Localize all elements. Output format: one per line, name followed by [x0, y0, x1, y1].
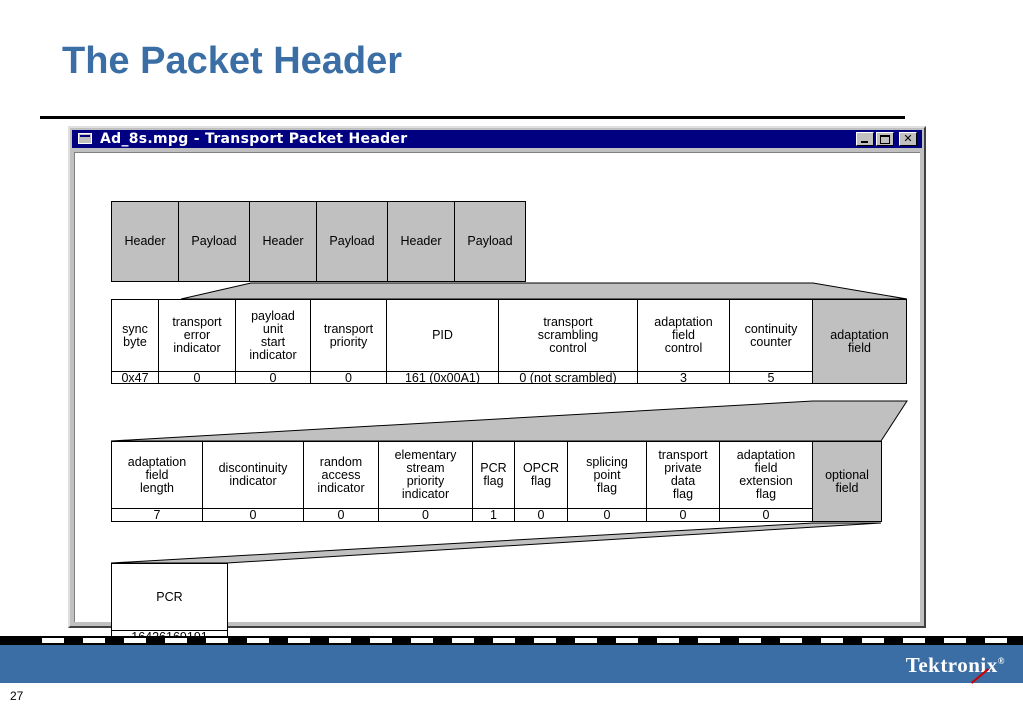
stream-cell[interactable]: Payload — [316, 201, 388, 282]
footer-dash — [165, 638, 187, 643]
footer-dash — [821, 638, 843, 643]
header-field-value: 0 — [235, 371, 311, 384]
footer-dash — [534, 638, 556, 643]
footer-dash — [83, 638, 105, 643]
footer-dash — [452, 638, 474, 643]
adaptation-field-label: PCR flag — [472, 441, 515, 509]
expansion-connectors — [110, 282, 908, 564]
stream-cell[interactable]: Payload — [454, 201, 526, 282]
adaptation-field-value: 0 — [202, 508, 304, 522]
footer-dash — [288, 638, 310, 643]
connector-header-expansion — [180, 282, 908, 300]
adaptation-field-label: random access indicator — [303, 441, 379, 509]
header-field-label: continuity counter — [729, 299, 813, 372]
maximize-button[interactable] — [876, 132, 894, 146]
adaptation-field-value: 0 — [303, 508, 379, 522]
stream-cell[interactable]: Header — [387, 201, 455, 282]
header-field-label: transport error indicator — [158, 299, 236, 372]
footer-dash — [903, 638, 925, 643]
footer-dash — [657, 638, 679, 643]
footer-dash — [247, 638, 269, 643]
packet-header-window: Ad_8s.mpg - Transport Packet Header ✕ He… — [68, 126, 926, 644]
footer-dash-strip — [0, 636, 1023, 645]
connector-optional-expansion — [110, 522, 882, 564]
adaptation-field-label: discontinuity indicator — [202, 441, 304, 509]
footer-band: Tektronix® — [0, 645, 1023, 684]
footer-dash — [739, 638, 761, 643]
adaptation-field-value: 0 — [719, 508, 813, 522]
header-field-value: 0 (not scrambled) — [498, 371, 638, 384]
adaptation-field-value: 0 — [514, 508, 568, 522]
header-field-label: transport scrambling control — [498, 299, 638, 372]
header-field-value: 3 — [637, 371, 730, 384]
tektronix-logo: Tektronix® — [906, 653, 1005, 678]
adaptation-field-value: 0 — [378, 508, 473, 522]
adaptation-field-value: 7 — [111, 508, 203, 522]
window-title: Ad_8s.mpg - Transport Packet Header — [100, 131, 408, 147]
footer-dash — [206, 638, 228, 643]
footer-dash — [862, 638, 884, 643]
footer-dash — [42, 638, 64, 643]
stream-cell[interactable]: Header — [111, 201, 179, 282]
footer-dash — [616, 638, 638, 643]
page-number: 27 — [10, 689, 24, 703]
header-field-label: transport priority — [310, 299, 387, 372]
footer-dash — [329, 638, 351, 643]
footer-dash — [124, 638, 146, 643]
footer-dash — [411, 638, 433, 643]
optional-field-cell[interactable]: optional field — [812, 441, 882, 522]
header-field-value: 5 — [729, 371, 813, 384]
header-field-value: 0 — [310, 371, 387, 384]
title-divider — [40, 116, 905, 119]
adaptation-field-label: transport private data flag — [646, 441, 720, 509]
close-button[interactable]: ✕ — [899, 132, 917, 146]
brand-mark: ® — [997, 656, 1005, 666]
footer-dash — [985, 638, 1007, 643]
footer-dash — [944, 638, 966, 643]
adaptation-field-value: 0 — [646, 508, 720, 522]
adaptation-field-label: adaptation field length — [111, 441, 203, 509]
header-field-label: PID — [386, 299, 499, 372]
adaptation-field-label: adaptation field extension flag — [719, 441, 813, 509]
window-client-area: Header Payload Header Payload Header Pay… — [74, 152, 920, 644]
header-field-value: 0 — [158, 371, 236, 384]
header-field-label: payload unit start indicator — [235, 299, 311, 372]
adaptation-field-label: elementary stream priority indicator — [378, 441, 473, 509]
header-field-label: sync byte — [111, 299, 159, 372]
footer-dash — [780, 638, 802, 643]
footer-dash — [493, 638, 515, 643]
slide-title: The Packet Header — [62, 40, 403, 82]
footer-dash — [698, 638, 720, 643]
adaptation-field-label: OPCR flag — [514, 441, 568, 509]
window-titlebar[interactable]: Ad_8s.mpg - Transport Packet Header ✕ — [72, 130, 922, 148]
header-field-value: 161 (0x00A1) — [386, 371, 499, 384]
footer-dash — [575, 638, 597, 643]
stream-cell[interactable]: Payload — [178, 201, 250, 282]
stream-cell[interactable]: Header — [249, 201, 317, 282]
adaptation-field-value: 0 — [567, 508, 647, 522]
header-field-label: adaptation field control — [637, 299, 730, 372]
adaptation-field-value: 1 — [472, 508, 515, 522]
footer-dash — [370, 638, 392, 643]
window-menu-icon[interactable] — [78, 133, 92, 144]
adaptation-field-cell[interactable]: adaptation field — [812, 299, 907, 384]
adaptation-field-label: splicing point flag — [567, 441, 647, 509]
connector-adaptation-expansion — [110, 400, 908, 442]
header-field-value: 0x47 — [111, 371, 159, 384]
pcr-field-label: PCR — [111, 563, 228, 631]
minimize-button[interactable] — [856, 132, 874, 146]
